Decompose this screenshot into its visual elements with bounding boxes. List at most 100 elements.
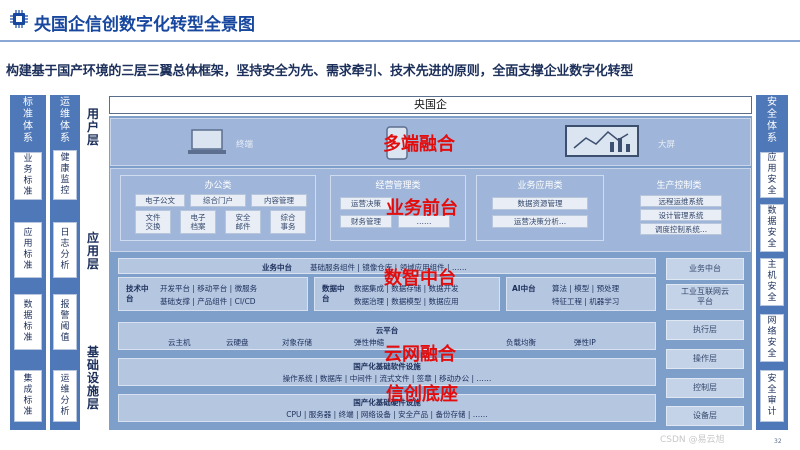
tech-platform-box [118, 277, 308, 311]
layer-label-app-text: 应用层 [86, 231, 99, 271]
laptop-icon [188, 129, 226, 154]
app-tag: …… [398, 215, 450, 228]
ai-platform-label: AI中台 [512, 284, 536, 294]
security-head-text: 安全体系 [767, 97, 777, 144]
base-software-label: 国产化基础软件设施 [353, 362, 421, 371]
data-platform-label: 数据中台 [322, 284, 346, 304]
app-tag: 内容管理 [251, 194, 307, 207]
layer-label-app: 应用层 [84, 232, 102, 271]
data-platform-line: 数据集成 | 数据存储 | 数据开发 [354, 284, 459, 293]
ops-item-label: 运维分析 [60, 374, 70, 417]
category-management [330, 175, 466, 241]
data-platform-box [314, 277, 500, 311]
ai-platform-line: 算法 | 模型 | 预处理 [552, 284, 620, 293]
standard-item-label: 应用标准 [23, 228, 33, 271]
category-production-head: 生产控制类 [656, 181, 702, 191]
security-item-label: 主机安全 [767, 260, 777, 303]
app-tag: 财务管理 [340, 215, 392, 228]
base-hardware-row: CPU | 服务器 | 终端 | 网络设备 | 安全产品 | 备份存储 | …… [286, 410, 488, 419]
app-tag: 综合门户 [190, 194, 246, 207]
standard-item: 数据标准 [14, 294, 42, 350]
tech-platform-label: 技术中台 [126, 284, 150, 304]
mobile-icon [386, 126, 408, 160]
app-tag: 设计管理系统 [640, 209, 722, 221]
app-tag: 安全邮件 [225, 210, 261, 234]
security-item: 数据安全 [760, 204, 784, 252]
app-tag-label: 安全邮件 [235, 213, 251, 231]
layer-label-user-text: 用户层 [86, 107, 99, 147]
data-platform-label-text: 数据中台 [322, 284, 345, 303]
slogan-multi-terminal: 多端融合 [383, 134, 455, 155]
category-business [476, 175, 604, 241]
base-hardware-bar [118, 394, 656, 422]
standards-column-head: 标准体系 [10, 97, 46, 145]
category-office [120, 175, 316, 241]
base-hardware-label: 国产化基础硬件设施 [353, 398, 421, 407]
app-tag: 运营决策分析... [492, 215, 588, 228]
business-platform-bar [118, 258, 656, 274]
right-layer-box: 设备层 [666, 406, 744, 426]
app-tag: 电子档案 [180, 210, 216, 234]
security-item: 主机安全 [760, 258, 784, 306]
app-tag-label: 综合事务 [280, 213, 296, 231]
soe-bar: 央国企 [109, 96, 752, 114]
right-layer-box-label: 工业互联网云平台 [681, 287, 729, 306]
right-layer-box: 操作层 [666, 349, 744, 369]
tech-platform-label-text: 技术中台 [126, 284, 149, 303]
app-tag-label: 文件交换 [145, 213, 161, 231]
app-tag: 远程运维系统 [640, 195, 722, 207]
layer-label-user: 用户层 [84, 108, 102, 147]
cloud-item: 云硬盘 [226, 338, 249, 347]
standard-item: 应用标准 [14, 222, 42, 278]
right-layer-box: 工业互联网云平台 [666, 284, 744, 310]
standard-item: 集成标准 [14, 370, 42, 422]
page-subtitle: 构建基于国产环境的三层三翼总体框架，坚持安全为先、需求牵引、技术先进的原则，全面… [6, 64, 634, 79]
page-number: 32 [774, 438, 782, 445]
security-item: 安全审计 [760, 370, 784, 422]
cloud-item: 弹性伸缩 [354, 338, 384, 347]
cloud-item: 弹性IP [574, 338, 596, 347]
chip-icon [10, 10, 28, 28]
ops-column-head: 运维体系 [50, 97, 80, 145]
cloud-platform-bar [118, 322, 656, 350]
standards-head-text: 标准体系 [23, 97, 33, 144]
watermark: CSDN @易云旭 [660, 435, 725, 445]
slogan-business-front: 业务前台 [386, 198, 458, 219]
cloud-item: 负载均衡 [506, 338, 536, 347]
category-business-head: 业务应用类 [517, 181, 563, 191]
security-item-label: 应用安全 [767, 153, 777, 196]
security-item-label: 网络安全 [767, 316, 777, 359]
standard-item-label: 集成标准 [23, 374, 33, 417]
right-layer-box: 控制层 [666, 378, 744, 398]
tech-platform-line: 开发平台 | 移动平台 | 微服务 [160, 284, 258, 293]
page-title: 央国企信创数字化转型全景图 [34, 15, 255, 35]
cloud-item: 对象存储 [282, 338, 312, 347]
tech-platform-line: 基础支撑 | 产品组件 | CI/CD [160, 297, 256, 306]
ops-item: 报警阈值 [53, 294, 77, 350]
ops-item: 日志分析 [53, 222, 77, 278]
ops-item-label: 健康监控 [60, 153, 70, 196]
base-software-bar [118, 358, 656, 386]
ops-item: 运维分析 [53, 370, 77, 422]
business-platform-label: 业务中台 [262, 263, 292, 272]
standard-item-label: 数据标准 [23, 300, 33, 343]
ai-platform-line: 特征工程 | 机器学习 [552, 297, 620, 306]
app-tag: 调度控制系统... [640, 223, 722, 235]
terminal-label: 终端 [236, 140, 254, 150]
layer-label-base: 基础设施层 [84, 346, 102, 411]
ops-item-label: 报警阈值 [60, 300, 70, 343]
big-screen-icon [565, 125, 639, 157]
right-layer-box: 业务中台 [666, 258, 744, 280]
app-tag-label: 电子档案 [190, 213, 206, 231]
security-item: 网络安全 [760, 314, 784, 362]
right-layer-box: 执行层 [666, 320, 744, 340]
app-tag: 运营决策 [340, 197, 392, 210]
security-item: 应用安全 [760, 152, 784, 198]
screen-label: 大屏 [658, 140, 676, 150]
slogan-xinchuang-base: 信创底座 [386, 384, 458, 405]
ops-item-label: 日志分析 [60, 228, 70, 271]
header-divider [0, 40, 800, 42]
security-item-label: 数据安全 [767, 206, 777, 249]
category-office-head: 办公类 [204, 181, 232, 191]
